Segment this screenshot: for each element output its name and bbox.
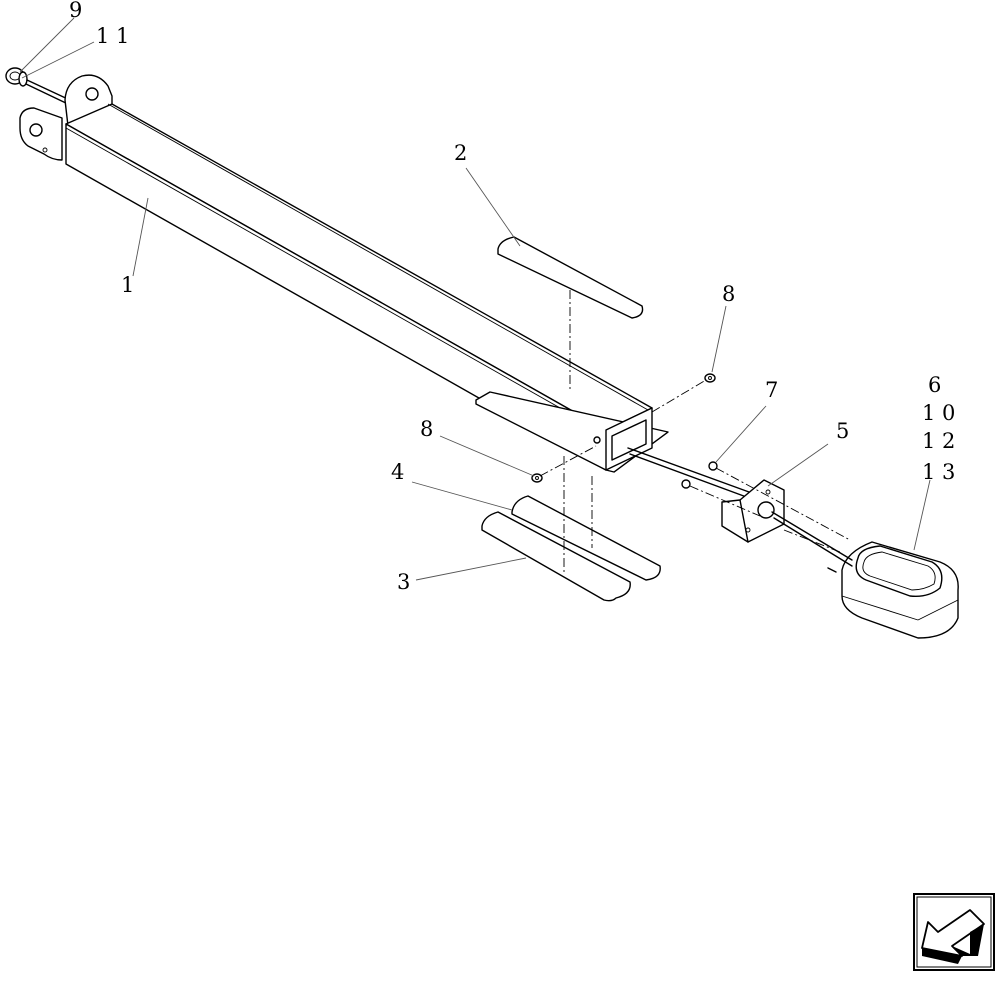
back-arrow-icon[interactable] xyxy=(913,893,995,971)
part-3-decal xyxy=(481,511,631,602)
part-4-decal xyxy=(511,495,661,581)
callout-11: 1 1 xyxy=(96,24,129,48)
callout-12: 1 2 xyxy=(922,429,955,453)
callout-6: 6 xyxy=(928,373,941,397)
part-7-screw xyxy=(681,461,718,489)
callout-3: 3 xyxy=(397,570,410,594)
leader-lines xyxy=(19,17,931,581)
callout-4: 4 xyxy=(391,460,404,484)
callout-8-lower: 8 xyxy=(420,417,433,441)
callout-7: 7 xyxy=(765,378,778,402)
callout-labels: 9 1 1 1 2 8 8 7 5 6 1 0 1 2 1 3 4 3 xyxy=(69,0,955,594)
callout-2: 2 xyxy=(454,141,467,165)
alignment-lines xyxy=(539,290,851,572)
part-2-decal xyxy=(497,236,644,319)
callout-8-upper: 8 xyxy=(722,282,735,306)
callout-5: 5 xyxy=(836,419,849,443)
callout-13: 1 3 xyxy=(922,460,955,484)
part-8-screw-lower xyxy=(531,473,543,483)
part-6-box xyxy=(771,511,959,639)
part-9-11-bolt-assembly xyxy=(5,67,73,106)
part-5-bracket xyxy=(721,479,785,543)
callout-9: 9 xyxy=(69,0,82,22)
callout-1: 1 xyxy=(121,273,134,297)
part-8-screw-upper xyxy=(704,373,716,383)
part-1-tube xyxy=(19,74,761,503)
callout-10: 1 0 xyxy=(922,401,955,425)
